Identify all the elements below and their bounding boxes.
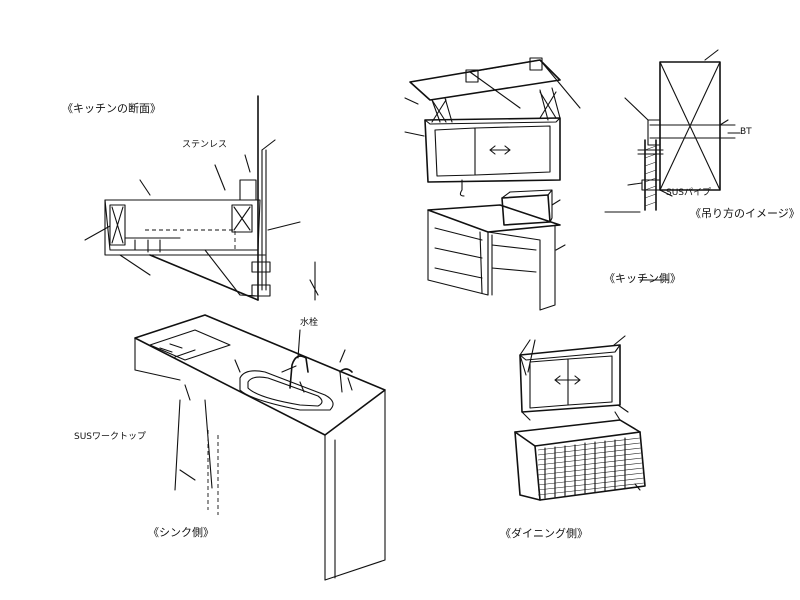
label-bt: BT [740, 127, 752, 137]
hanging-image-drawing [624, 49, 741, 211]
label-stainless: ステンレス [182, 140, 228, 150]
title-kitchen-section: 《キッチンの断面》 [62, 102, 161, 115]
title-dining-side: 《ダイニング側》 [500, 527, 588, 540]
title-decorations [604, 211, 669, 281]
title-kitchen-side: 《キッチン側》 [604, 272, 681, 285]
sink-side-drawing [134, 314, 386, 581]
title-hanging-image: 《吊り方のイメージ》 [690, 207, 800, 220]
label-sus-worktop: SUSワークトップ [74, 432, 147, 442]
label-sus-pipe: SUSパイプ [666, 188, 712, 198]
dining-side-drawing [514, 335, 646, 501]
title-sink-side: 《シンク側》 [148, 526, 214, 539]
kitchen-side-drawing [404, 57, 581, 311]
kitchen-section-drawing [84, 95, 319, 301]
label-faucet: 水栓 [300, 318, 319, 328]
